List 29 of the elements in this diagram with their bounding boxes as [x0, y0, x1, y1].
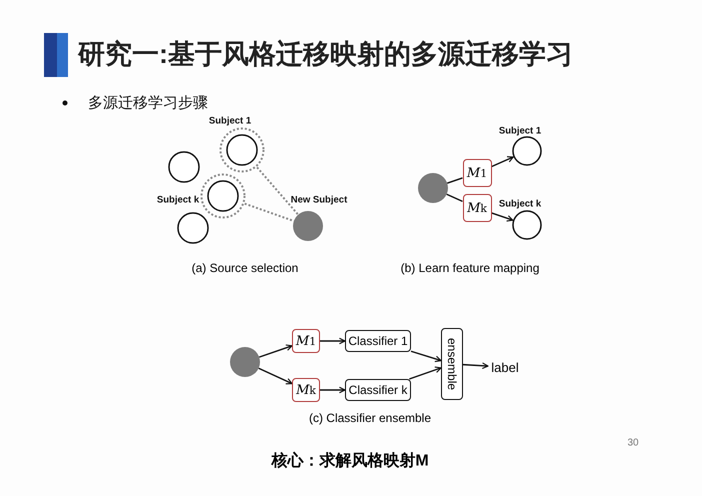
bullet-text: 多源迁移学习步骤 — [88, 94, 208, 112]
arrow — [491, 156, 514, 168]
subject-label: Subject 1 — [208, 116, 252, 126]
arrow — [491, 212, 514, 222]
subject-label: Subject k — [156, 194, 200, 206]
connector-line — [446, 194, 463, 202]
subject-label: Subject 1 — [498, 126, 542, 136]
arrow — [320, 386, 346, 394]
ensemble-box: ensemble — [441, 328, 463, 400]
key-point-text: 核心：求解风格映射M — [271, 450, 429, 472]
connector-line — [446, 177, 463, 184]
arrow — [258, 344, 293, 358]
page-number: 30 — [627, 438, 639, 448]
caption: (b) Learn feature mapping — [400, 261, 540, 275]
arrow — [320, 338, 346, 344]
classifier-box: Classifier k — [345, 379, 411, 401]
caption: (c) Classifier ensemble — [308, 411, 432, 425]
subject-label: New Subject — [290, 194, 348, 206]
output-label: label — [490, 358, 520, 376]
classifier-box: Classifier 1 — [345, 330, 411, 352]
arrow — [258, 368, 293, 384]
subject-label: Subject k — [498, 198, 542, 210]
title: 研究一:基于风格迁移映射的多源迁移学习 — [78, 38, 573, 71]
dotted-line — [244, 202, 294, 222]
dotted-line — [256, 166, 299, 216]
caption: (a) Source selection — [192, 261, 298, 275]
arrow — [462, 362, 489, 370]
arrow — [410, 350, 442, 362]
arrow — [409, 366, 442, 380]
